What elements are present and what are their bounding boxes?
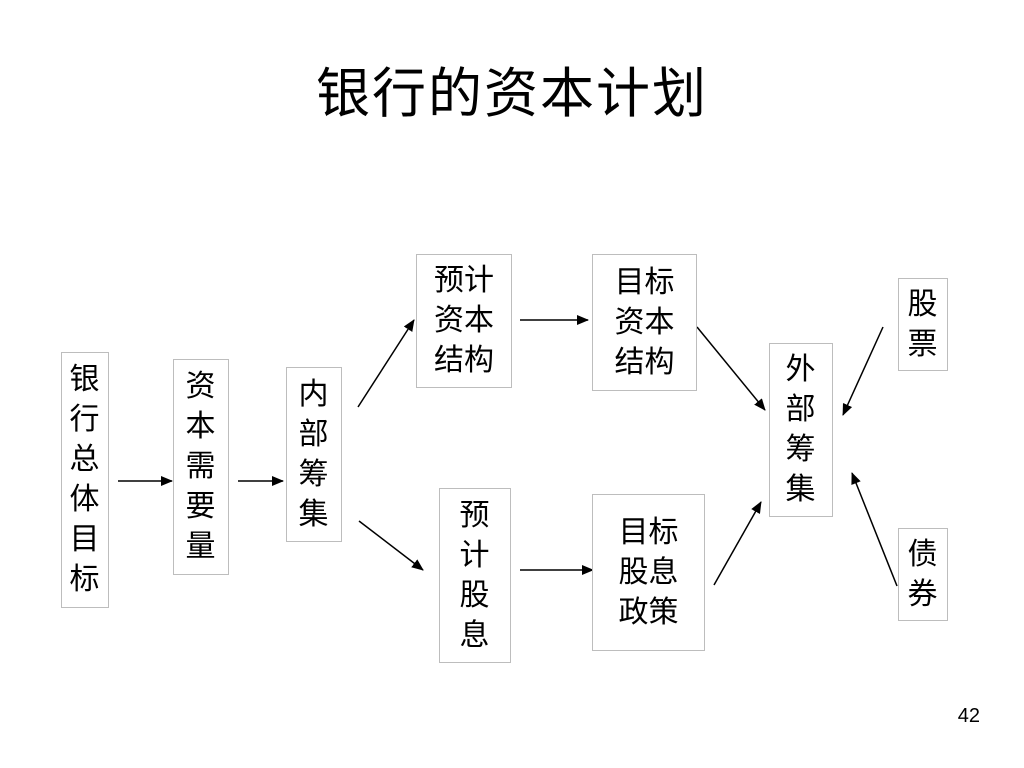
page-number: 42	[957, 705, 980, 727]
node-stocks: 股票	[898, 278, 948, 371]
node-projected-structure-label: 预计资本结构	[434, 263, 494, 378]
arrow-target-dividend-policy-to-external-raising	[713, 501, 762, 586]
node-bonds: 债券	[898, 528, 948, 621]
node-projected-dividend: 预计股息	[439, 488, 511, 663]
node-overall-goal: 银行总体目标	[61, 352, 109, 608]
node-target-dividend-policy-label: 目标股息政策	[618, 514, 679, 630]
arrow-bonds-to-external-raising	[851, 472, 898, 587]
node-bonds-label: 债券	[907, 536, 939, 612]
node-capital-needs: 资本需要量	[173, 359, 229, 575]
node-target-structure: 目标资本结构	[592, 254, 697, 391]
node-target-dividend-policy: 目标股息政策	[592, 494, 705, 651]
arrow-stocks-to-external-raising	[842, 326, 884, 416]
node-capital-needs-label: 资本需要量	[185, 369, 217, 564]
arrow-internal-raising-to-projected-structure	[357, 319, 415, 408]
arrow-internal-raising-to-projected-dividend	[358, 520, 424, 571]
node-projected-dividend-label: 预计股息	[459, 497, 491, 653]
node-external-raising: 外部筹集	[769, 343, 833, 517]
node-internal-raising-label: 内部筹集	[298, 376, 330, 532]
arrow-target-structure-to-external-raising	[696, 326, 766, 411]
node-internal-raising: 内部筹集	[286, 367, 342, 542]
slide-title: 银行的资本计划	[316, 62, 708, 125]
node-external-raising-label: 外部筹集	[785, 352, 817, 507]
node-overall-goal-label: 银行总体目标	[69, 362, 101, 597]
node-projected-structure: 预计资本结构	[416, 254, 512, 388]
node-target-structure-label: 目标资本结构	[614, 264, 675, 380]
node-stocks-label: 股票	[907, 286, 939, 362]
